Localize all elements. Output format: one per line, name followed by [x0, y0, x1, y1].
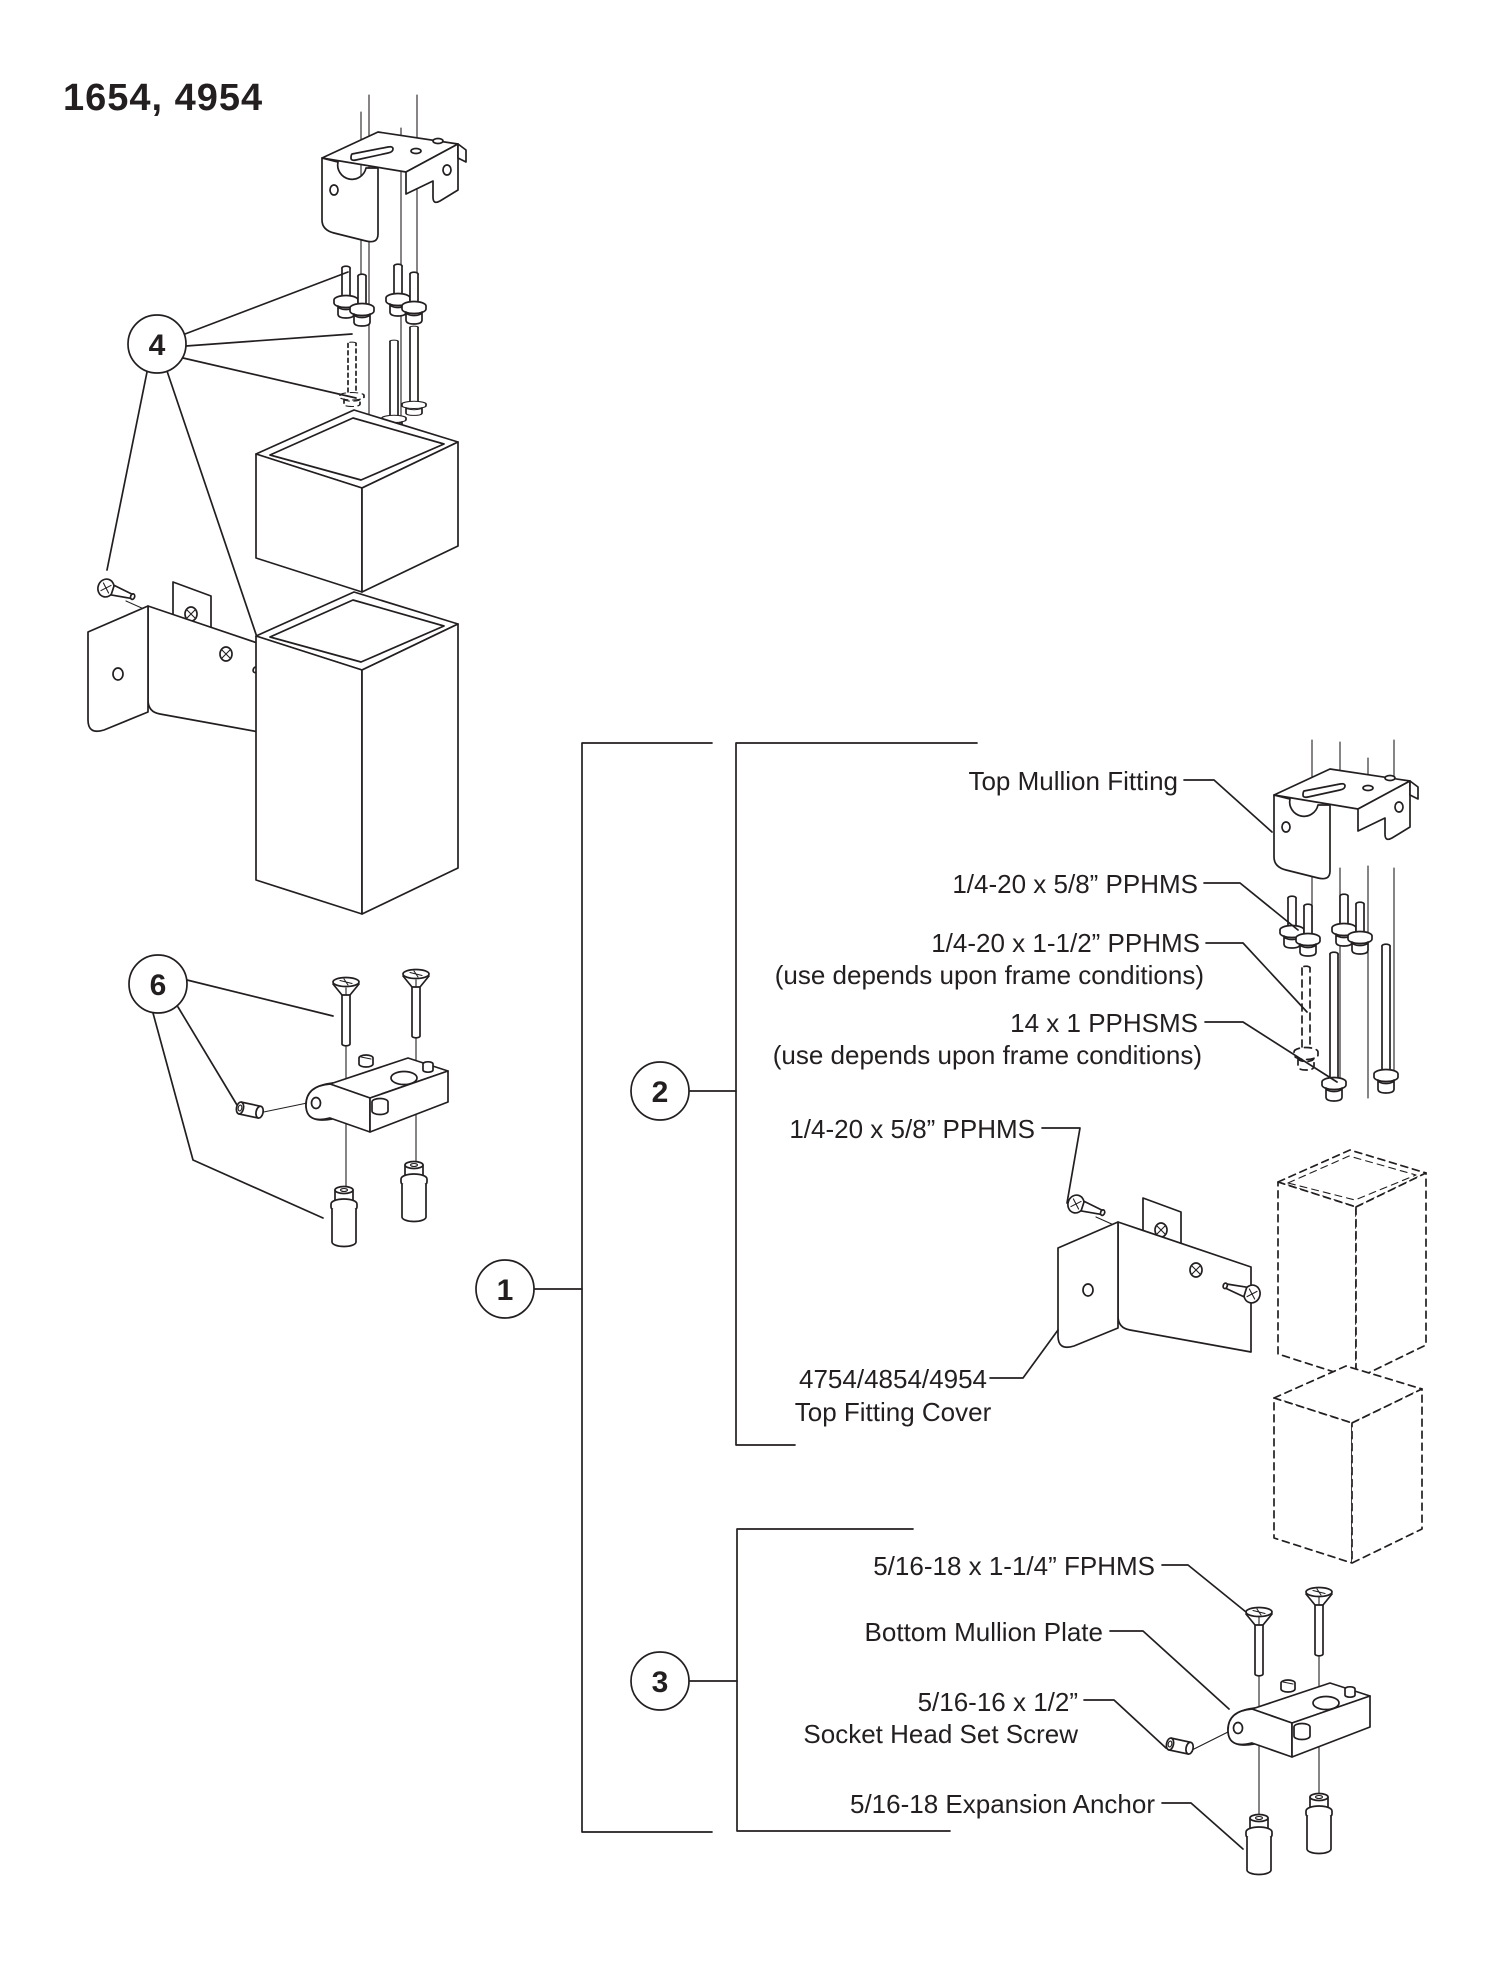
long-screws-left	[381, 325, 427, 431]
expansion-anchor-right-1	[1245, 1813, 1273, 1876]
label-bottom-mullion-plate: Bottom Mullion Plate	[865, 1617, 1103, 1647]
bracket-1	[581, 742, 713, 1833]
expansion-anchor-left-2	[400, 1160, 428, 1223]
mullion-tube-left	[255, 409, 459, 915]
label-cover-name: Top Fitting Cover	[795, 1397, 992, 1427]
set-screw-left	[234, 1100, 266, 1120]
label-pphms-58-b: 1/4-20 x 5/8” PPHMS	[789, 1114, 1035, 1144]
bracket-3	[736, 1528, 951, 1832]
leader-set-screw	[1083, 1699, 1167, 1749]
label-fphms: 5/16-18 x 1-1/4” FPHMS	[873, 1551, 1155, 1581]
callout-2: 2	[630, 1061, 737, 1121]
top-fitting-cover-left	[87, 576, 294, 737]
leader-expansion-anchor	[1161, 1802, 1244, 1850]
label-expansion-anchor: 5/16-18 Expansion Anchor	[850, 1789, 1155, 1819]
group-brackets: 1 2 3	[475, 742, 978, 1833]
callout-3: 3	[630, 1651, 738, 1711]
callout-4-number: 4	[149, 329, 166, 362]
right-assembly	[1057, 739, 1427, 1876]
callout-3-number: 3	[652, 1666, 669, 1699]
bottom-mullion-plate-left	[305, 1054, 449, 1133]
expansion-anchor-left-1	[330, 1185, 358, 1248]
callout-1-number: 1	[497, 1274, 514, 1307]
callout-1: 1	[475, 1259, 583, 1319]
callout-6: 6	[128, 954, 334, 1219]
top-mullion-fitting-right	[1273, 768, 1419, 880]
label-pphsms-14x1: 14 x 1 PPHSMS	[1010, 1008, 1198, 1038]
page-title: 1654, 4954	[63, 77, 263, 119]
callout-6-number: 6	[150, 969, 167, 1002]
leader-pphms-58-a	[1203, 882, 1299, 931]
label-top-mullion-fitting: Top Mullion Fitting	[968, 766, 1178, 796]
callout-4: 4	[106, 271, 357, 653]
leader-pphsms-14x1	[1204, 1021, 1338, 1083]
bracket-2	[735, 742, 978, 1446]
label-pphms-112: 1/4-20 x 1-1/2” PPHMS	[931, 928, 1200, 958]
pan-head-screws-right	[1279, 893, 1373, 957]
labels: Top Mullion Fitting 1/4-20 x 5/8” PPHMS …	[773, 766, 1338, 1850]
leader-top-fitting-cover	[989, 1329, 1059, 1379]
label-set-screw-name: Socket Head Set Screw	[803, 1719, 1078, 1749]
bottom-plate-assembly-right	[1164, 1586, 1371, 1876]
leader-fphms	[1161, 1564, 1247, 1613]
expansion-anchor-right-2	[1305, 1792, 1333, 1855]
callout-2-number: 2	[652, 1076, 669, 1109]
label-cover-models: 4754/4854/4954	[799, 1364, 987, 1394]
label-pphms-58-a: 1/4-20 x 5/8” PPHMS	[952, 869, 1198, 899]
leader-pphms-112	[1205, 942, 1308, 1013]
left-assembly: 4 6	[87, 94, 467, 1248]
pan-head-screws-left	[333, 263, 427, 327]
bottom-mullion-plate-right	[1227, 1679, 1371, 1758]
leader-top-mullion-fitting	[1183, 779, 1273, 833]
top-fitting-cover-right	[1057, 1192, 1264, 1353]
leader-bottom-mullion-plate	[1109, 1630, 1230, 1710]
dashed-screw-right	[1293, 965, 1319, 1071]
label-set-screw-size: 5/16-16 x 1/2”	[918, 1687, 1078, 1717]
long-screws-right	[1321, 943, 1399, 1102]
set-screw-right	[1164, 1736, 1196, 1756]
leader-pphms-58-b	[1041, 1127, 1081, 1204]
top-mullion-fitting-left	[321, 131, 467, 243]
mullion-tube-right	[1273, 1149, 1427, 1564]
bottom-plate-assembly-left	[234, 968, 449, 1248]
label-pphms-112-note: (use depends upon frame conditions)	[775, 960, 1204, 990]
label-pphsms-14x1-note: (use depends upon frame conditions)	[773, 1040, 1202, 1070]
